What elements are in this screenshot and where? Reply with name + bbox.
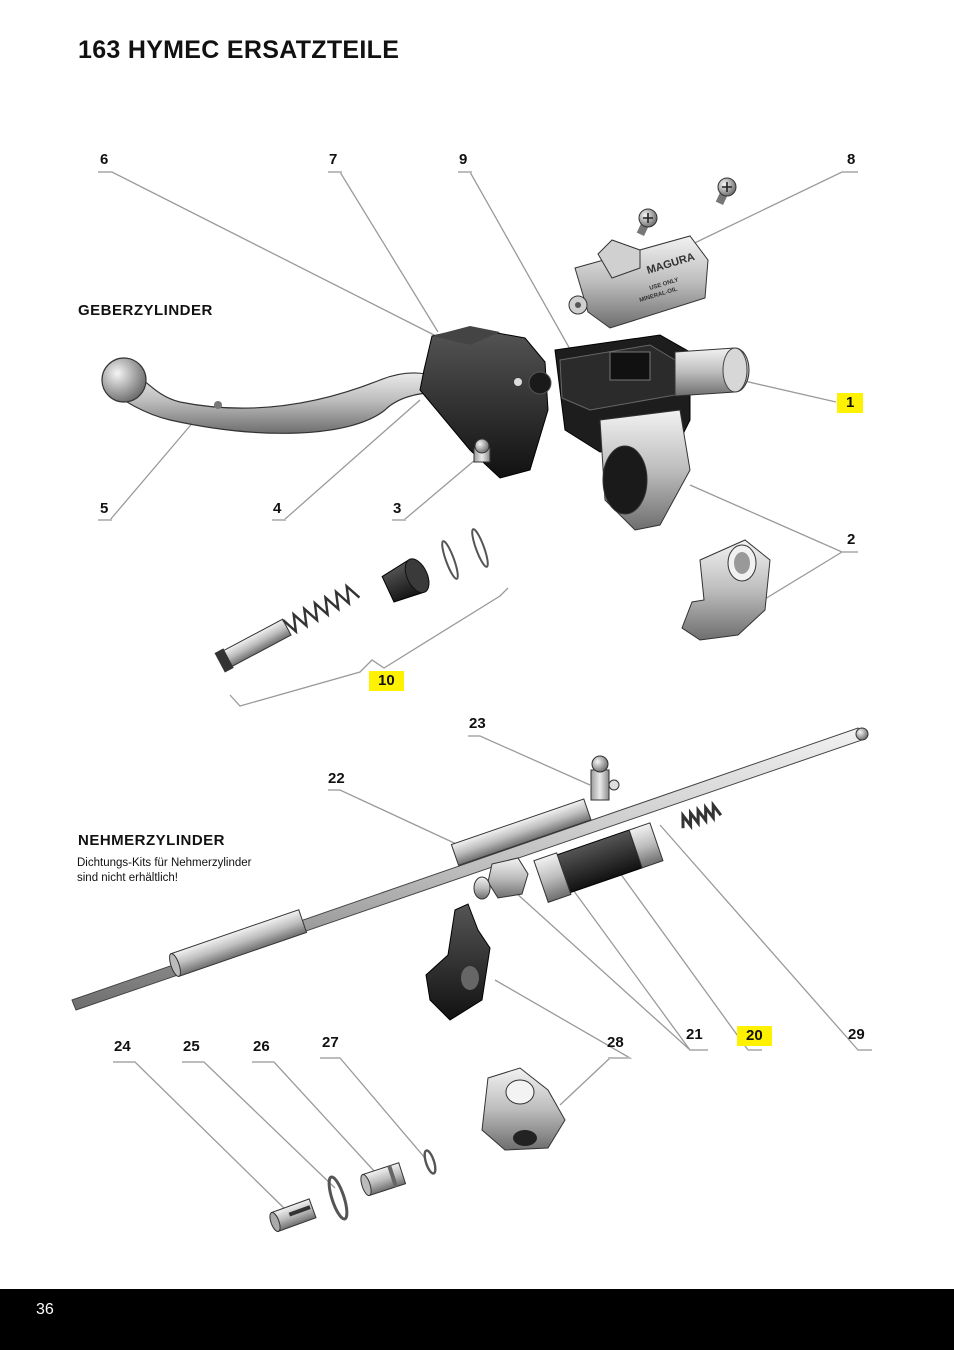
- page-title: 163 HYMEC ERSATZTEILE: [78, 36, 400, 64]
- note-line-2: sind nicht erhältlich!: [77, 872, 178, 884]
- master-cylinder-assembly: MAGURA USE ONLY MINERAL-OIL: [101, 177, 771, 641]
- page-footer: 36: [0, 1289, 954, 1350]
- seal-kit-parts: [214, 528, 489, 673]
- callout-10: 10: [369, 671, 404, 691]
- slave-cylinder-heading: NEHMERZYLINDER: [78, 832, 226, 849]
- callout-23: 23: [469, 715, 486, 732]
- leader-lines: [98, 171, 872, 1213]
- callout-21: 21: [686, 1026, 703, 1043]
- callout-27: 27: [322, 1034, 339, 1051]
- callout-28: 28: [607, 1034, 624, 1051]
- exploded-view-drawing: MAGURA USE ONLY MINERAL-OIL: [71, 171, 872, 1233]
- callout-24: 24: [114, 1038, 131, 1055]
- callout-9: 9: [459, 151, 468, 168]
- callout-3: 3: [393, 500, 402, 517]
- note-line-1: Dichtungs-Kits für Nehmerzylinder: [77, 857, 252, 869]
- slave-cylinder-assembly: [71, 727, 869, 1233]
- callout-25: 25: [183, 1038, 200, 1055]
- page-number: 36: [36, 1301, 54, 1318]
- slave-cylinder-note: Dichtungs-Kits für Nehmerzylinder sind n…: [77, 856, 317, 886]
- callout-26: 26: [253, 1038, 270, 1055]
- callout-5: 5: [100, 500, 109, 517]
- master-cylinder-heading: GEBERZYLINDER: [78, 302, 213, 319]
- callout-1: 1: [837, 393, 864, 413]
- callout-29: 29: [848, 1026, 865, 1043]
- callout-6: 6: [100, 151, 109, 168]
- callout-20: 20: [737, 1026, 772, 1046]
- callout-8: 8: [847, 151, 856, 168]
- callout-7: 7: [329, 151, 338, 168]
- callout-4: 4: [273, 500, 282, 517]
- callout-22: 22: [328, 770, 345, 787]
- callout-2: 2: [847, 531, 856, 548]
